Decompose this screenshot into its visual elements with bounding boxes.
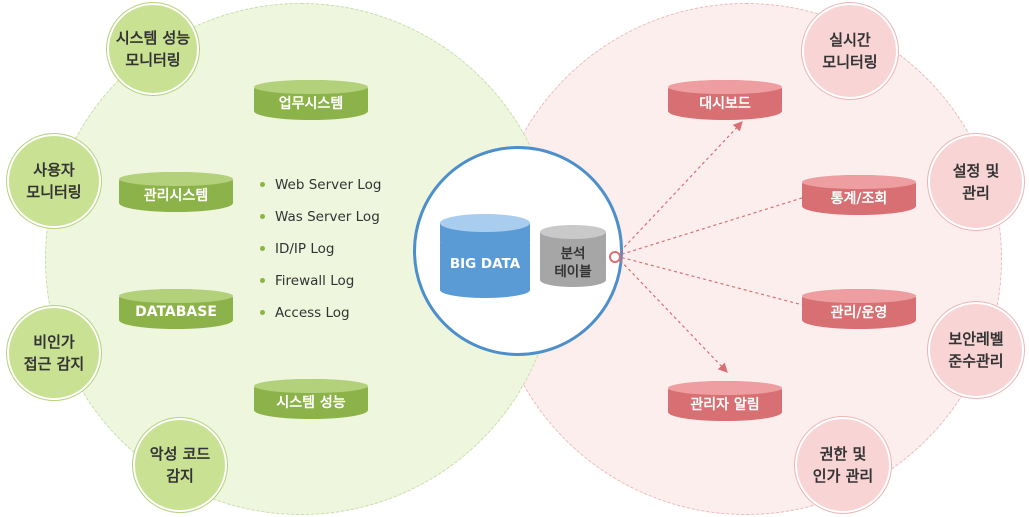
malware-detection-bubble: 악성 코드 감지: [133, 418, 227, 512]
log-item-label: Was Server Log: [275, 209, 380, 225]
statistics-label: 통계/조회: [830, 191, 888, 207]
log-item-label: Web Server Log: [275, 177, 382, 193]
analysis-table-label-line2: 테이블: [554, 263, 591, 280]
log-item-label: ID/IP Log: [275, 241, 335, 257]
database-label: DATABASE: [135, 304, 217, 320]
admin-alert-cylinder: 관리자 알림: [668, 381, 782, 421]
bullet-icon: [260, 246, 265, 251]
system-performance-cylinder: 시스템 성능: [254, 379, 368, 419]
log-item: Access Log: [258, 302, 381, 334]
log-item: Was Server Log: [258, 206, 381, 238]
log-item: ID/IP Log: [258, 238, 381, 270]
analysis-table-label-line1: 분석: [561, 246, 586, 262]
arrow-to-management: [615, 255, 820, 312]
database-cylinder: DATABASE: [119, 289, 233, 329]
user-monitoring-bubble: 사용자 모니터링: [7, 134, 101, 228]
arrow-to-dashboard: [615, 121, 743, 257]
settings-management-bubble: 설정 및 관리: [928, 134, 1024, 230]
big-data-label: BIG DATA: [450, 256, 521, 272]
big-data-database-icon: BIG DATA: [440, 214, 530, 298]
bullet-icon: [260, 182, 265, 187]
bullet-icon: [260, 278, 265, 283]
log-item-label: Access Log: [275, 305, 350, 321]
security-level-compliance-bubble: 보안레벨 준수관리: [928, 302, 1024, 398]
management-operation-label: 관리/운영: [830, 305, 888, 321]
system-performance-label: 시스템 성능: [276, 395, 346, 411]
statistics-cylinder: 통계/조회: [802, 175, 916, 215]
log-list: Web Server Log Was Server Log ID/IP Log …: [258, 174, 381, 334]
management-system-cylinder: 관리시스템: [119, 172, 233, 212]
arrow-to-admin-alert: [615, 255, 728, 373]
system-performance-monitoring-bubble: 시스템 성능 모니터링: [107, 3, 199, 95]
log-item: Web Server Log: [258, 174, 381, 206]
log-item: Firewall Log: [258, 270, 381, 302]
realtime-monitoring-bubble: 실시간 모니터링: [802, 3, 898, 99]
admin-alert-label: 관리자 알림: [690, 397, 760, 413]
business-system-cylinder: 업무시스템: [254, 80, 368, 120]
permission-authorization-bubble: 권한 및 인가 관리: [795, 417, 891, 513]
business-system-label: 업무시스템: [278, 96, 344, 112]
log-item-label: Firewall Log: [275, 273, 355, 289]
arrows: [615, 121, 820, 373]
bullet-icon: [260, 310, 265, 315]
arrow-to-statistics: [615, 190, 820, 257]
analysis-table-cylinder: 분석 테이블: [540, 225, 606, 287]
bullet-icon: [260, 214, 265, 219]
management-system-label: 관리시스템: [143, 188, 209, 204]
management-operation-cylinder: 관리/운영: [802, 289, 916, 329]
dashboard-label: 대시보드: [699, 96, 751, 112]
arrow-origin-dot: [609, 251, 621, 263]
unauthorized-access-detection-bubble: 비인가 접근 감지: [7, 306, 101, 400]
dashboard-cylinder: 대시보드: [668, 80, 782, 120]
